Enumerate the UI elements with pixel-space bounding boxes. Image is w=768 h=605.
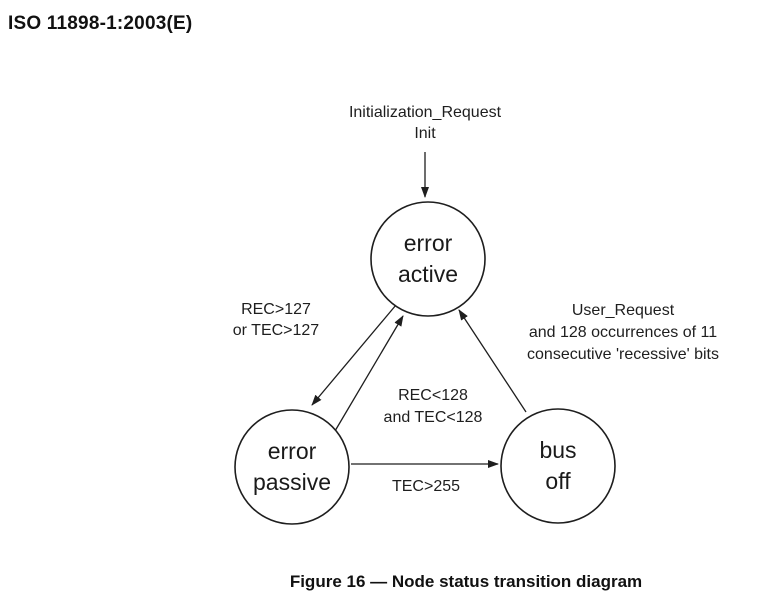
state-text-line: error bbox=[403, 230, 453, 256]
state-label-bus-off: bus off bbox=[501, 409, 615, 523]
state-circle-bus-off bbox=[500, 408, 616, 524]
arrow-error-active-to-error-passive bbox=[311, 304, 397, 406]
label-line: and 128 occurrences of 11 bbox=[528, 324, 718, 341]
init-label-line1: Initialization_Request bbox=[348, 104, 502, 121]
state-label-error-active: error active bbox=[371, 202, 485, 316]
state-text-line: bus bbox=[539, 437, 577, 463]
standard-number: ISO 11898-1:2003(E) bbox=[8, 13, 193, 34]
state-label-error-passive: error passive bbox=[235, 410, 349, 524]
init-label-line2: Init bbox=[414, 125, 436, 142]
state-circle-error-active bbox=[370, 201, 486, 317]
transition-label-busoff-to-active: User_Request and 128 occurrences of 11 c… bbox=[497, 300, 749, 366]
label-line: and TEC<128 bbox=[383, 409, 483, 426]
init-transition-label: Initialization_Request Init bbox=[294, 102, 556, 144]
transition-label-passive-to-busoff: TEC>255 bbox=[356, 476, 496, 497]
arrow-error-passive-to-error-active bbox=[334, 315, 404, 432]
label-line: TEC>255 bbox=[391, 478, 461, 495]
arrow-bus-off-to-error-active bbox=[458, 309, 527, 413]
transition-label-active-to-passive: REC>127 or TEC>127 bbox=[186, 299, 366, 341]
label-line: consecutive 'recessive' bits bbox=[527, 346, 719, 363]
figure-caption: Figure 16 — Node status transition diagr… bbox=[289, 572, 643, 591]
label-line: User_Request bbox=[571, 302, 675, 319]
state-text-line: passive bbox=[253, 469, 331, 495]
state-text-line: off bbox=[545, 468, 571, 494]
state-text-line: active bbox=[397, 261, 459, 287]
state-text-line: error bbox=[267, 438, 317, 464]
state-circle-error-passive bbox=[234, 409, 350, 525]
label-line: or TEC>127 bbox=[232, 322, 320, 339]
label-line: REC>127 bbox=[241, 301, 311, 318]
transition-label-passive-to-active: REC<128 and TEC<128 bbox=[343, 385, 523, 429]
label-line: REC<128 bbox=[398, 387, 468, 404]
